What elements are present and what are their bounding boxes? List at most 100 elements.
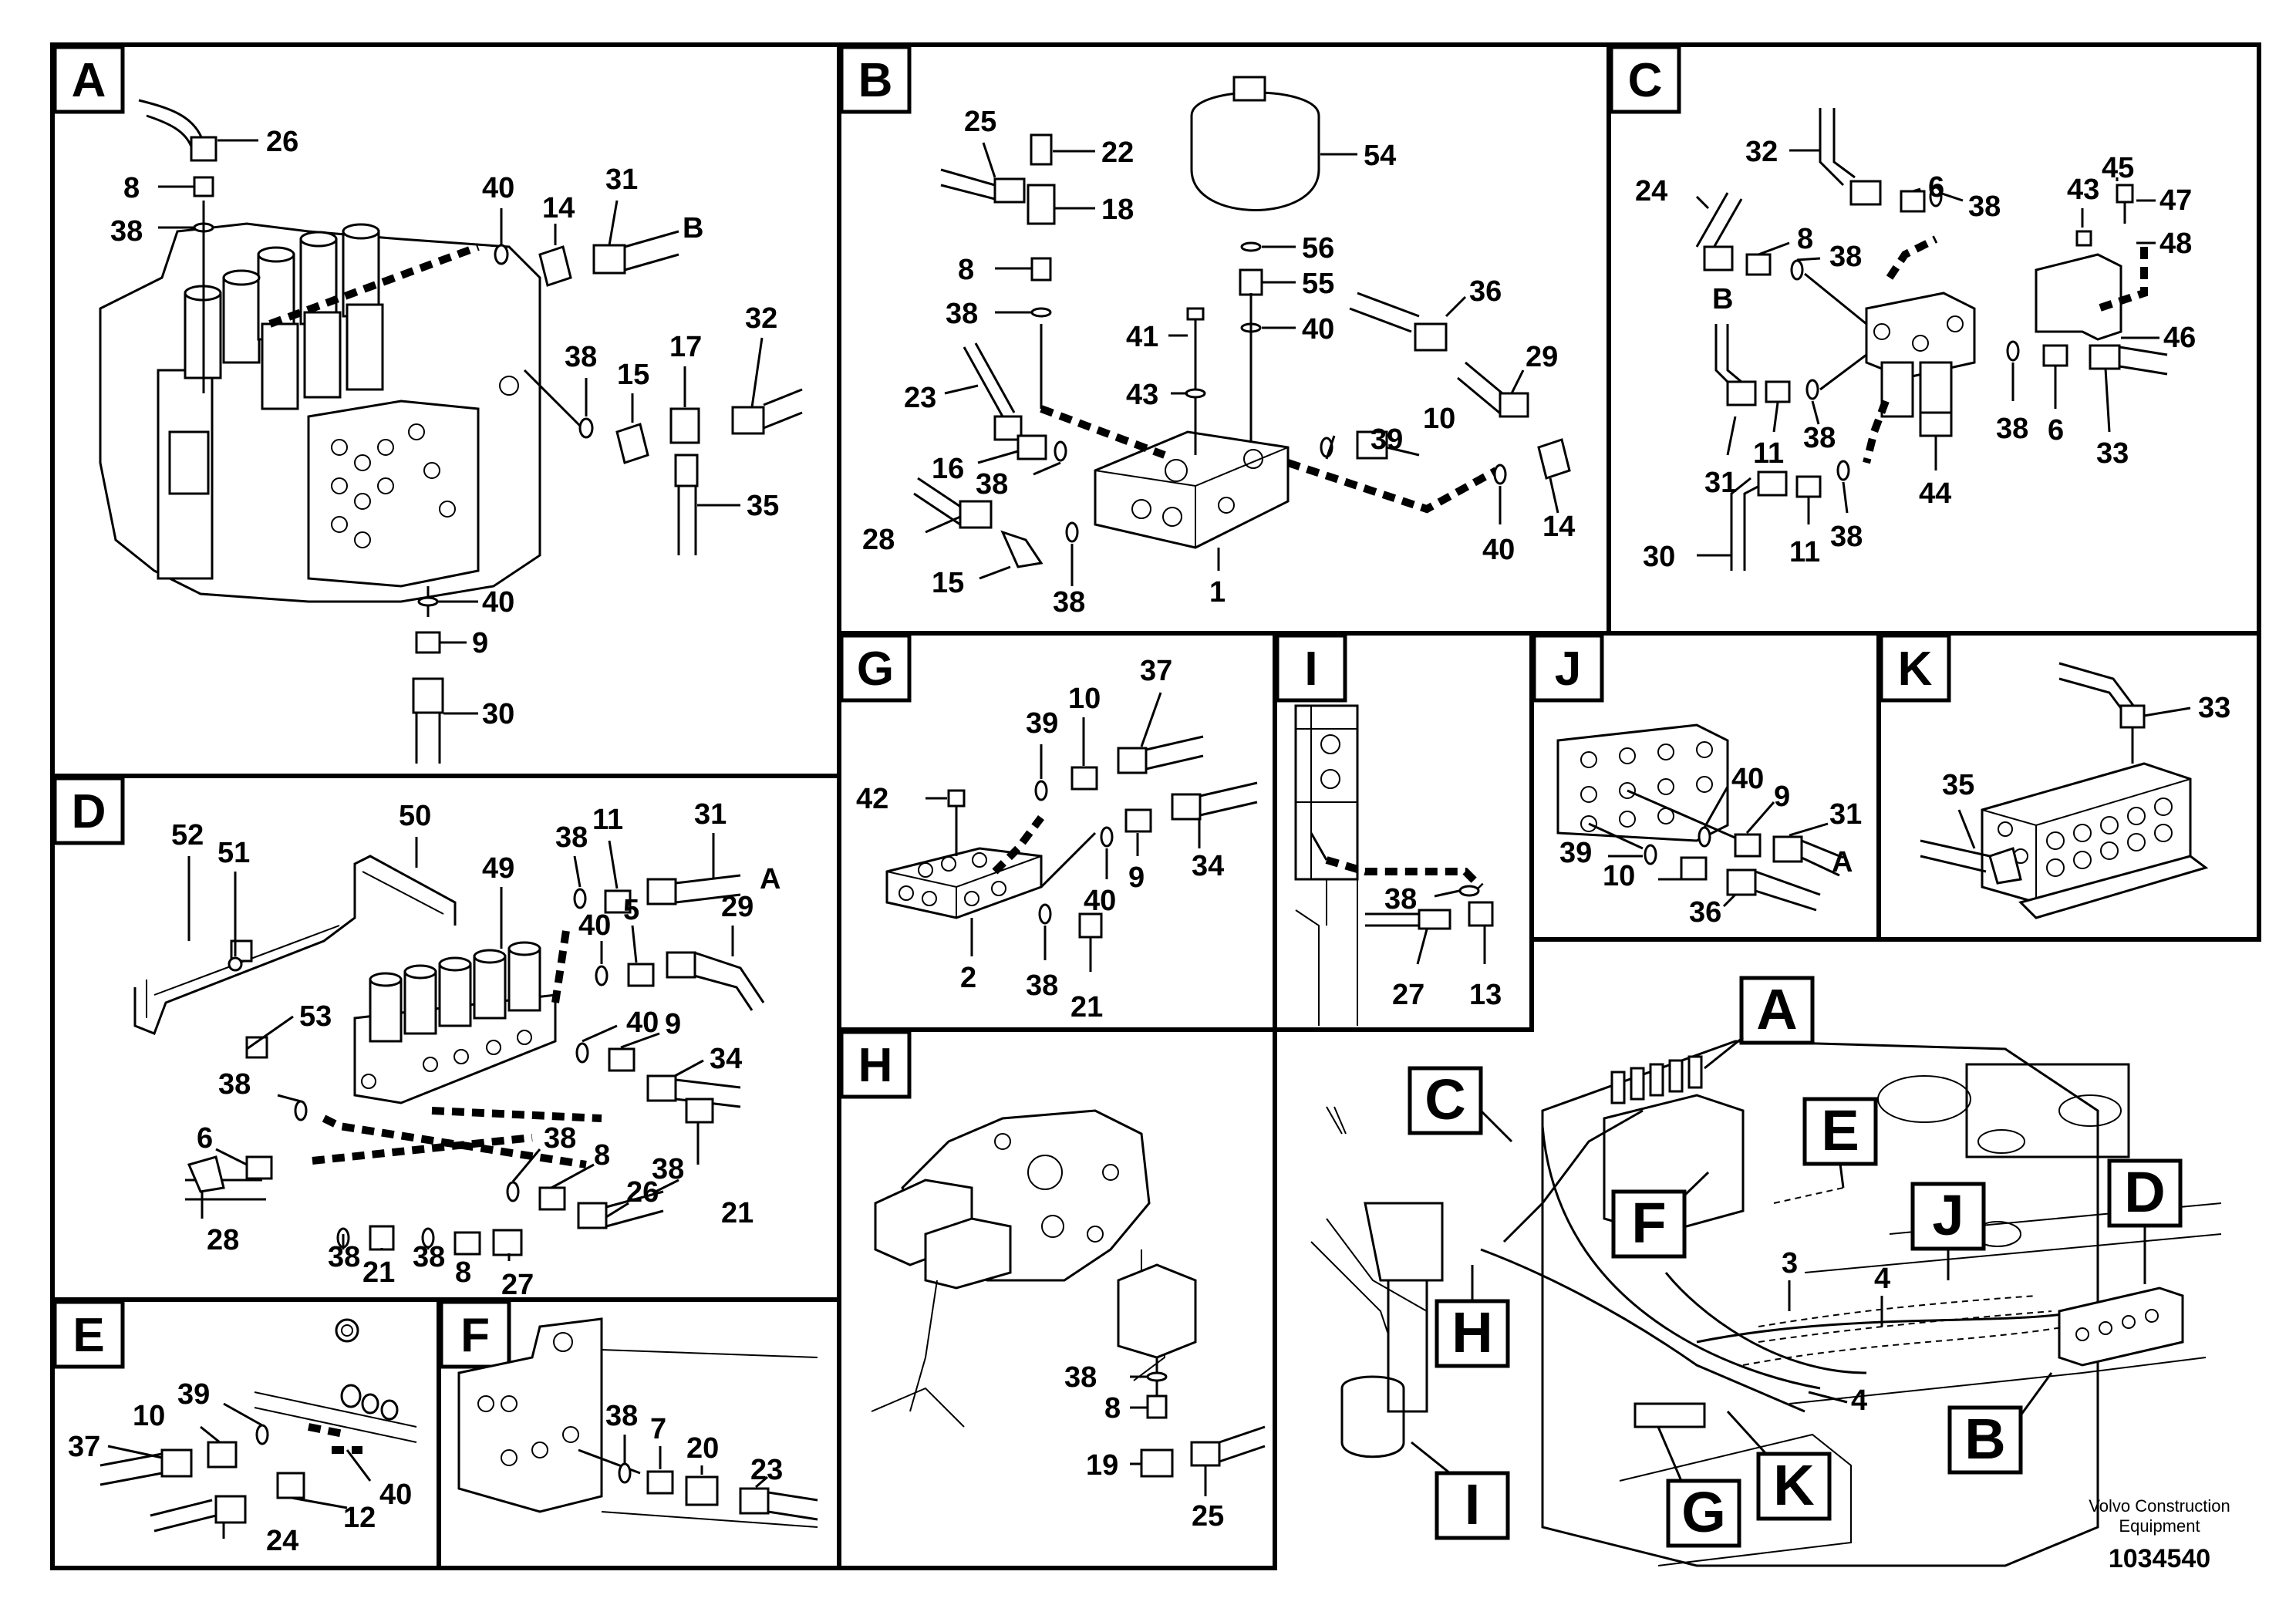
svg-text:22: 22 bbox=[1101, 137, 1134, 169]
svg-text:39: 39 bbox=[1026, 707, 1058, 740]
svg-text:38: 38 bbox=[976, 468, 1008, 501]
svg-text:11: 11 bbox=[1789, 536, 1820, 568]
panel-a-drawing bbox=[99, 99, 803, 764]
fitting-8 bbox=[193, 176, 214, 197]
panel-j-tag: J bbox=[1532, 633, 1604, 703]
svg-text:A: A bbox=[760, 863, 781, 895]
svg-text:6: 6 bbox=[197, 1122, 213, 1155]
svg-text:13: 13 bbox=[1469, 979, 1502, 1011]
svg-text:38: 38 bbox=[946, 298, 978, 330]
svg-text:38: 38 bbox=[1996, 413, 2028, 445]
overview-tag-f: F bbox=[1611, 1171, 1710, 1259]
svg-text:8: 8 bbox=[1104, 1392, 1121, 1425]
panel-f-tag: F bbox=[439, 1300, 511, 1369]
panel-b-drawing bbox=[913, 76, 1571, 568]
elbow-28 bbox=[187, 1155, 225, 1193]
panel-a-tag: A bbox=[52, 45, 125, 114]
hose-26 bbox=[138, 99, 204, 140]
svg-text:56: 56 bbox=[1302, 232, 1334, 265]
panel-j-callouts: 40 9 31 A 39 10 36 bbox=[1559, 763, 1862, 929]
svg-text:53: 53 bbox=[299, 1000, 332, 1033]
fitting-16 bbox=[1017, 434, 1047, 460]
svg-text:21: 21 bbox=[1070, 991, 1103, 1023]
panel-k-frame bbox=[1876, 631, 2261, 942]
svg-text:39: 39 bbox=[1559, 837, 1592, 869]
panel-e-drawing bbox=[99, 1318, 417, 1533]
panel-c-dash-3 bbox=[1863, 400, 1890, 464]
svg-text:6: 6 bbox=[1928, 171, 1944, 204]
svg-text:9: 9 bbox=[1128, 862, 1145, 894]
fitting-5 bbox=[627, 963, 655, 987]
fitting-9 bbox=[1734, 833, 1762, 858]
svg-text:41: 41 bbox=[1126, 321, 1158, 353]
svg-text:8: 8 bbox=[594, 1139, 610, 1172]
overview-callout-4a: 4 bbox=[1874, 1263, 1890, 1327]
fitting-8b bbox=[538, 1186, 566, 1211]
svg-text:34: 34 bbox=[1192, 850, 1224, 882]
fitting-29 bbox=[1499, 392, 1529, 418]
fitting-6 bbox=[245, 1155, 273, 1180]
fitting-9 bbox=[608, 1047, 636, 1072]
bracket-46 bbox=[2035, 253, 2122, 341]
fitting-10 bbox=[1680, 856, 1708, 881]
elbow-14 bbox=[1537, 438, 1571, 480]
fitting-7 bbox=[646, 1470, 674, 1495]
panel-h-callouts: 38 8 19 25 bbox=[1064, 1361, 1224, 1533]
plug-21 bbox=[685, 1098, 714, 1124]
svg-text:10: 10 bbox=[1603, 860, 1635, 892]
svg-text:32: 32 bbox=[745, 302, 777, 335]
bolt-42 bbox=[947, 789, 966, 808]
svg-text:E: E bbox=[72, 1309, 104, 1362]
fitting-9 bbox=[1124, 808, 1152, 833]
svg-text:50: 50 bbox=[399, 800, 431, 832]
svg-text:14: 14 bbox=[542, 192, 575, 224]
svg-text:5: 5 bbox=[623, 894, 639, 926]
svg-text:38: 38 bbox=[544, 1122, 576, 1155]
svg-text:19: 19 bbox=[1086, 1449, 1118, 1482]
tee-17 bbox=[669, 407, 700, 444]
svg-text:38: 38 bbox=[328, 1241, 360, 1273]
svg-text:A: A bbox=[72, 54, 106, 107]
elbow-14 bbox=[538, 245, 572, 287]
panel-d-callouts: 52 51 50 49 38 11 31 40 5 29 A 53 40 9 3… bbox=[171, 798, 781, 1301]
svg-text:6: 6 bbox=[2048, 414, 2064, 447]
valve-solenoid-stack bbox=[184, 223, 384, 410]
panel-c-dash-1 bbox=[2096, 247, 2148, 312]
panel-j-drawing bbox=[1556, 723, 1844, 912]
panel-k-callouts: 33 35 bbox=[1942, 692, 2230, 849]
drawing-footer: Volvo Construction Equipment 1034540 bbox=[2089, 1496, 2230, 1573]
overview-tag-i: I bbox=[1411, 1441, 1510, 1540]
svg-text:52: 52 bbox=[171, 819, 204, 851]
panel-k-tag: K bbox=[1879, 633, 1951, 703]
svg-text:38: 38 bbox=[1803, 422, 1836, 454]
svg-text:40: 40 bbox=[1084, 885, 1116, 917]
fitting-31 bbox=[592, 244, 626, 275]
fitting-30 bbox=[412, 677, 444, 714]
panel-d-dash-2 bbox=[312, 1134, 533, 1165]
oring-40 bbox=[494, 244, 509, 265]
solenoid-stack-49 bbox=[369, 941, 541, 1043]
svg-text:3: 3 bbox=[1782, 1247, 1798, 1280]
overview-tag-e: E bbox=[1802, 1097, 1878, 1189]
bolt-47 bbox=[2116, 184, 2134, 204]
svg-text:28: 28 bbox=[207, 1224, 239, 1256]
panel-f-drawing bbox=[457, 1317, 818, 1528]
overview-tag-h: H bbox=[1435, 1265, 1510, 1368]
tee-20 bbox=[685, 1475, 719, 1506]
svg-text:31: 31 bbox=[605, 164, 638, 196]
swivel-body bbox=[1294, 704, 1359, 881]
drawing-number: 1034540 bbox=[2109, 1544, 2210, 1573]
fitting-55 bbox=[1239, 268, 1263, 296]
fitting-26 bbox=[577, 1202, 608, 1229]
pump-block bbox=[1117, 1263, 1197, 1359]
valve-section-front bbox=[307, 400, 480, 588]
svg-text:40: 40 bbox=[482, 172, 514, 204]
svg-text:9: 9 bbox=[665, 1008, 681, 1040]
overview-tag-k: K bbox=[1726, 1410, 1832, 1521]
svg-text:37: 37 bbox=[68, 1431, 100, 1463]
svg-text:17: 17 bbox=[669, 331, 702, 363]
svg-text:23: 23 bbox=[904, 382, 936, 414]
washer-51 bbox=[228, 956, 243, 972]
svg-text:11: 11 bbox=[1753, 437, 1784, 470]
panel-e-tag: E bbox=[52, 1300, 125, 1369]
